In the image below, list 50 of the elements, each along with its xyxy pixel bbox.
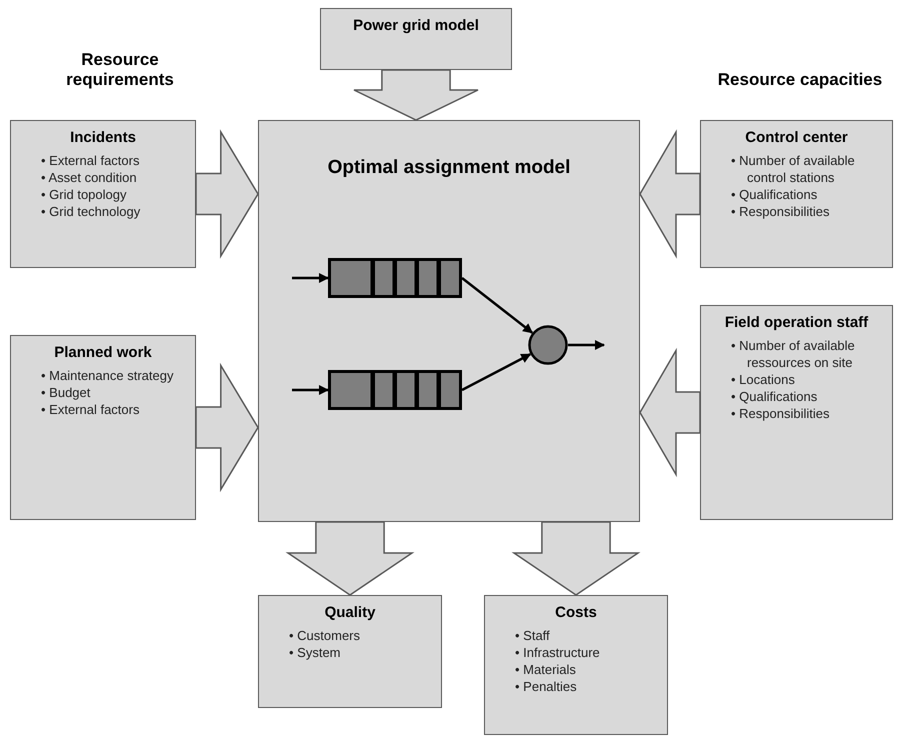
box-heading: Costs xyxy=(554,604,598,621)
arrow xyxy=(292,385,329,395)
bullet-item: • External factors xyxy=(41,152,140,169)
box-heading: Power grid model xyxy=(352,17,480,34)
capacity-box xyxy=(700,120,893,268)
block-arrow xyxy=(639,348,701,478)
box-heading: Planned work xyxy=(53,344,153,361)
capacity-box xyxy=(700,305,893,520)
bullet-item: • Grid topology xyxy=(41,186,128,203)
bullet-item: • Penalties xyxy=(515,678,578,695)
box-heading: Incidents xyxy=(69,129,137,146)
block-arrow xyxy=(639,129,701,259)
output-box xyxy=(258,595,442,708)
block-arrow xyxy=(353,69,479,121)
bullet-item: • Infrastructure xyxy=(515,644,601,661)
output-box xyxy=(484,595,668,735)
bullet-item: • Qualifications xyxy=(731,388,818,405)
arrow xyxy=(461,277,533,334)
bullet-item: • Maintenance strategy xyxy=(41,367,174,384)
model-box xyxy=(320,8,512,70)
bullet-item: • Materials xyxy=(515,661,577,678)
block-arrow xyxy=(512,521,640,596)
box-heading: Control center xyxy=(744,129,849,146)
bullet-item: • Locations xyxy=(731,371,796,388)
bullet-item: • Grid technology xyxy=(41,203,142,220)
bullet-item: • Number of available ressources on site xyxy=(731,337,856,371)
section-heading: Resource capacities xyxy=(716,70,884,90)
bullet-item: • Qualifications xyxy=(731,186,818,203)
box-heading: Optimal assignment model xyxy=(326,157,572,179)
section-heading: Resource requirements xyxy=(65,50,175,90)
block-arrow xyxy=(195,129,259,259)
bullet-item: • Customers xyxy=(289,627,362,644)
model-box xyxy=(258,120,640,522)
bullet-item: • Number of available control stations xyxy=(731,152,856,186)
bullet-item: • System xyxy=(289,644,342,661)
input-box xyxy=(10,335,196,520)
box-heading: Quality xyxy=(324,604,376,621)
bullet-item: • Responsibilities xyxy=(731,203,830,220)
arrow xyxy=(292,273,329,283)
block-arrow xyxy=(286,521,414,596)
bullet-item: • Responsibilities xyxy=(731,405,830,422)
bullet-item: • Staff xyxy=(515,627,551,644)
block-arrow xyxy=(195,362,259,492)
box-heading: Field operation staff xyxy=(724,314,870,331)
arrow xyxy=(568,340,605,350)
bullet-item: • Budget xyxy=(41,384,92,401)
bullet-item: • Asset condition xyxy=(41,169,138,186)
bullet-item: • External factors xyxy=(41,401,140,418)
input-box xyxy=(10,120,196,268)
arrow xyxy=(461,353,532,392)
